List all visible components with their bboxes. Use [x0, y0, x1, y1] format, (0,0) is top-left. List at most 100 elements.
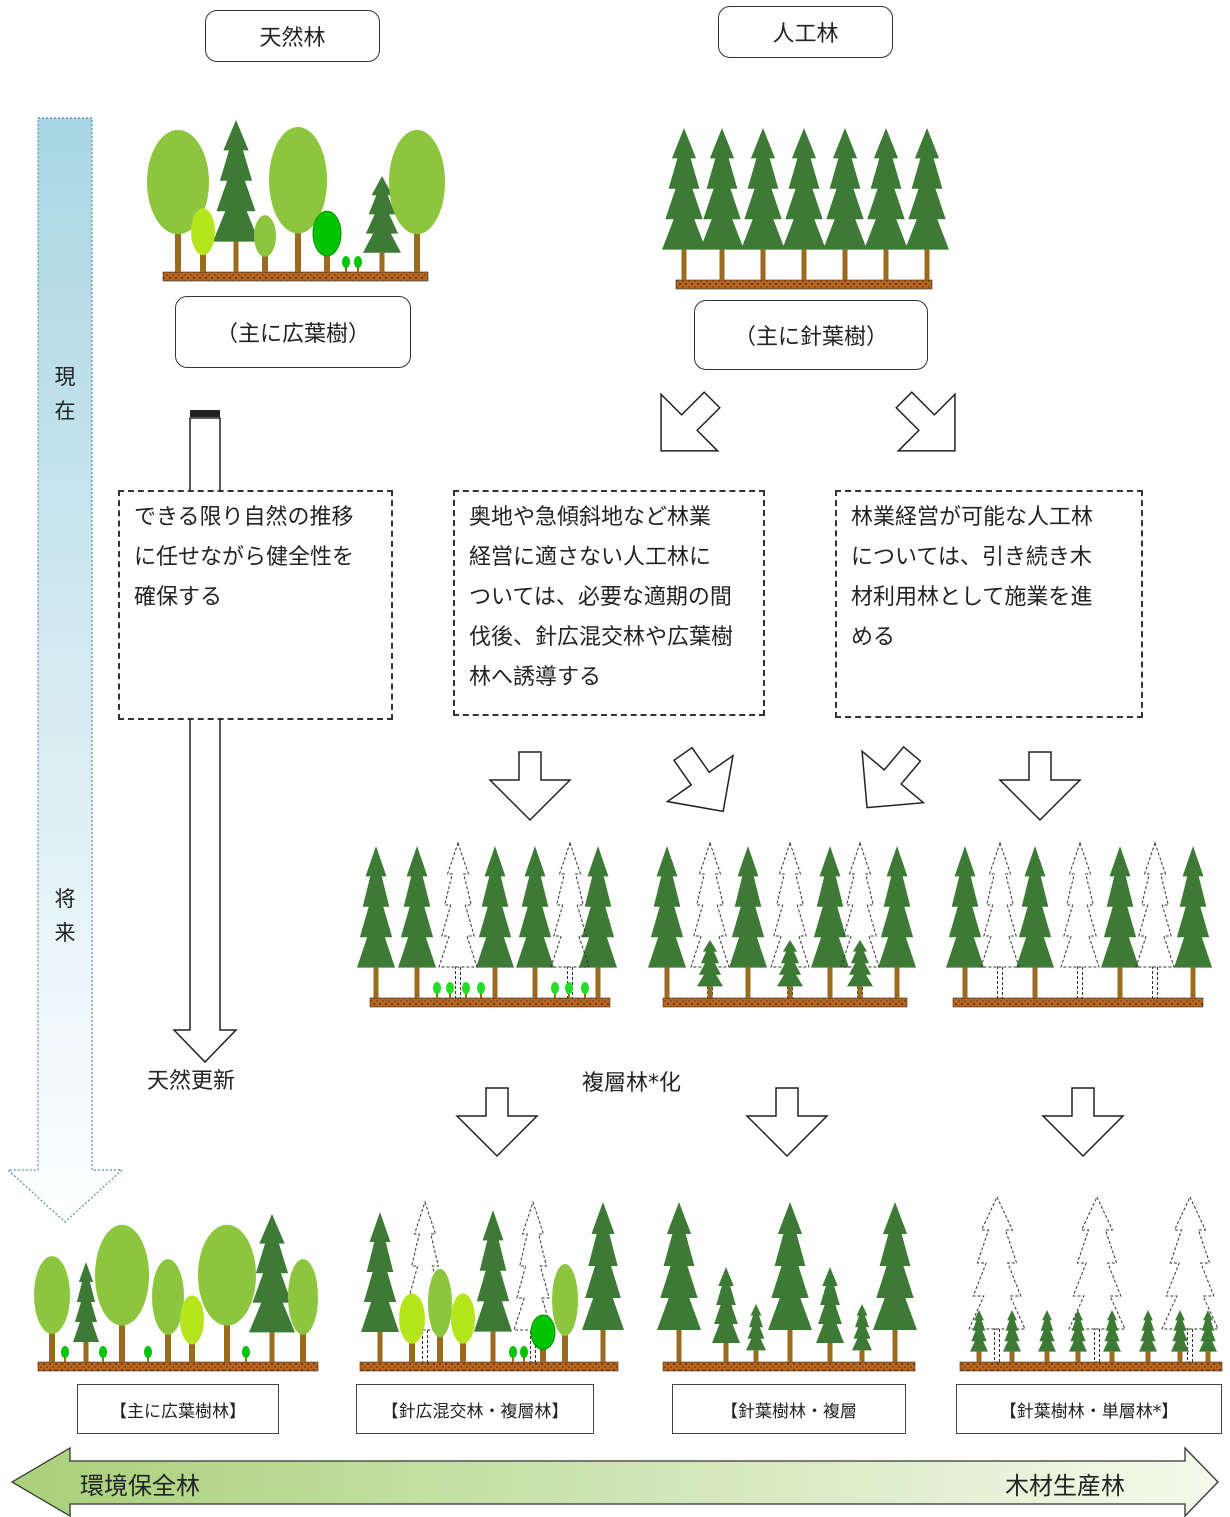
- broadleaf-tree: [191, 208, 215, 272]
- conifer-tree: [1016, 846, 1054, 998]
- broadleaf-tree: [152, 1259, 184, 1362]
- sapling: [354, 256, 362, 272]
- sapling: [99, 1346, 107, 1362]
- flow-arrow: [861, 745, 926, 809]
- broadleaf-tree: [399, 1293, 425, 1362]
- conifer-tree: [1069, 1310, 1087, 1362]
- broadleaf-tree: [34, 1256, 70, 1362]
- conifer-tree: [905, 128, 949, 280]
- sapling: [581, 982, 589, 998]
- broadleaf-tree: [451, 1293, 475, 1362]
- policy-remote-artificial: 奥地や急傾斜地など林業 経営に適さない人工林に ついては、必要な適期の間 伐後、…: [453, 490, 765, 716]
- conifer-tree: [1139, 1310, 1157, 1362]
- broadleaf-tree: [269, 126, 327, 272]
- spectrum-arrow: [10, 1446, 1219, 1517]
- conifer-tree: [579, 846, 617, 998]
- ground-strip: [952, 997, 1204, 1008]
- tree-group: [34, 120, 1219, 1363]
- policy-managed-artificial: 林業経営が可能な人工林 については、引き続き木 材利用林として施業を進 める: [835, 490, 1143, 718]
- ground-strip: [959, 1361, 1223, 1372]
- flow-arrow: [665, 746, 735, 813]
- broadleaf-tree: [288, 1259, 318, 1362]
- flow-arrow: [1041, 1087, 1125, 1158]
- conifer-tree: [662, 128, 706, 280]
- sapling: [242, 1346, 250, 1362]
- time-axis-arrow: [6, 117, 124, 1223]
- broadleaf-tree: [254, 215, 276, 272]
- sapling: [144, 1346, 152, 1362]
- sapling: [61, 1346, 69, 1362]
- header-label: 天然林: [259, 26, 326, 51]
- felled-conifer-outline: [1060, 841, 1100, 999]
- conifer-tree: [1101, 846, 1139, 998]
- caption-label: （主に広葉樹）: [215, 322, 370, 347]
- felled-conifer-outline: [1068, 1195, 1126, 1363]
- felled-conifer-outline: [968, 1195, 1026, 1363]
- conifer-tree: [878, 846, 916, 998]
- ground-strip: [675, 279, 933, 290]
- conifer-tree: [474, 1210, 512, 1362]
- conifer-tree: [811, 846, 849, 998]
- ground-strip: [162, 271, 429, 282]
- conifer-tree: [712, 1267, 740, 1362]
- conifer-tree: [852, 1304, 872, 1362]
- sapling: [520, 1346, 528, 1362]
- felled-conifer-outline: [980, 841, 1020, 999]
- broadleaf-tree: [312, 210, 342, 272]
- conifer-tree: [700, 128, 744, 280]
- conifer-tree: [357, 846, 395, 998]
- ground-strip: [37, 1361, 319, 1372]
- ground-strip: [662, 1361, 916, 1372]
- conifer-tree: [864, 128, 908, 280]
- conifer-tree: [657, 1202, 701, 1362]
- broadleaf-tree: [95, 1224, 149, 1362]
- felled-conifer-outline: [550, 841, 590, 999]
- felled-conifer-outline: [438, 841, 478, 999]
- artificial-forest-header: 人工林: [718, 6, 893, 58]
- sapling: [509, 1346, 517, 1362]
- conifer-tree: [361, 1212, 399, 1362]
- sapling: [433, 982, 441, 998]
- artificial-caption: （主に針葉樹）: [694, 300, 928, 370]
- conifer-tree: [816, 1267, 844, 1362]
- conifer-tree: [1199, 1310, 1217, 1362]
- conifer-tree: [746, 1304, 766, 1362]
- conifer-tree: [249, 1214, 295, 1362]
- flow-arrow: [895, 391, 956, 452]
- flow-arrow: [488, 751, 572, 822]
- broadleaf-tree: [198, 1224, 256, 1362]
- conifer-tree: [970, 1310, 988, 1362]
- broadleaf-tree: [530, 1314, 556, 1362]
- flow-arrows: [455, 391, 1125, 1158]
- outcome-mixed: 【針広混交林・複層林】: [356, 1384, 594, 1434]
- broadleaf-tree: [552, 1264, 578, 1362]
- sapling: [342, 256, 350, 272]
- sapling: [462, 982, 470, 998]
- sapling: [446, 982, 454, 998]
- time-label-future: 将来: [54, 887, 76, 945]
- conifer-tree: [398, 846, 436, 998]
- caption-label: （主に針葉樹）: [733, 325, 888, 350]
- conifer-tree: [213, 120, 259, 272]
- ground-strip: [369, 997, 611, 1008]
- natural-caption: （主に広葉樹）: [175, 296, 411, 368]
- conifer-tree: [729, 846, 767, 998]
- conifer-tree: [873, 1202, 917, 1362]
- conifer-tree: [782, 128, 826, 280]
- header-label: 人工林: [772, 22, 839, 47]
- young-conifer: [697, 940, 723, 998]
- broadleaf-tree: [180, 1295, 204, 1362]
- conifer-tree: [823, 128, 867, 280]
- flow-arrow: [660, 391, 721, 452]
- conifer-tree: [768, 1202, 812, 1362]
- sapling: [565, 982, 573, 998]
- broadleaf-tree: [147, 129, 209, 272]
- outcome-conifer-multilayer: 【針葉樹林・複層: [672, 1384, 906, 1434]
- conifer-tree: [1174, 846, 1212, 998]
- natural-forest-header: 天然林: [205, 10, 380, 62]
- young-conifer: [847, 940, 873, 998]
- conifer-tree: [1038, 1310, 1056, 1362]
- conifer-tree: [648, 846, 686, 998]
- sapling: [551, 982, 559, 998]
